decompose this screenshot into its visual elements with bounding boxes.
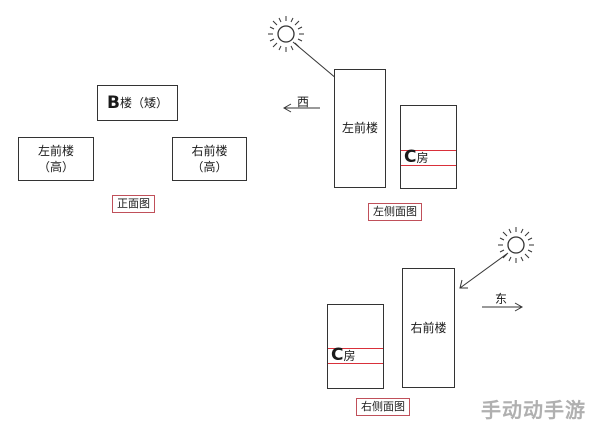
c-room-label: 房 <box>416 151 429 165</box>
right-front-label: 右前楼 <box>191 143 228 158</box>
c-room-band: C房 <box>328 345 383 365</box>
west-arrow <box>282 103 320 113</box>
left-front-building-box: 左前楼 （高） <box>18 137 94 181</box>
right-side-caption: 右侧面图 <box>356 398 410 416</box>
c-room-building-left: C房 <box>400 105 457 189</box>
left-front-side-label: 左前楼 <box>341 121 378 136</box>
c-room-building-right: C房 <box>327 304 384 389</box>
c-room-letter: C <box>331 345 344 365</box>
front-view-caption: 正面图 <box>112 195 155 213</box>
building-b-box: B 楼（矮） <box>97 85 178 121</box>
building-b-letter: B <box>107 92 120 113</box>
left-front-height: （高） <box>37 160 74 174</box>
left-side-caption: 左侧面图 <box>368 203 422 221</box>
right-front-side-box: 右前楼 <box>402 268 455 388</box>
right-front-building-box: 右前楼 （高） <box>172 137 247 181</box>
c-room-label: 房 <box>343 349 356 363</box>
c-room-letter: C <box>404 147 417 167</box>
sunlight-ray <box>459 252 509 289</box>
watermark: 手动动手游 <box>481 398 586 422</box>
right-front-height: （高） <box>191 160 228 174</box>
left-front-label: 左前楼 <box>37 143 74 158</box>
building-b-label: 楼（矮） <box>119 95 168 110</box>
sun-icon <box>498 227 534 263</box>
east-label: 东 <box>495 292 508 306</box>
c-room-band: C房 <box>401 147 456 167</box>
left-front-side-box: 左前楼 <box>334 69 386 188</box>
right-front-side-label: 右前楼 <box>410 320 447 335</box>
west-label: 西 <box>297 95 310 109</box>
east-arrow <box>482 302 524 312</box>
sun-icon <box>268 16 304 52</box>
